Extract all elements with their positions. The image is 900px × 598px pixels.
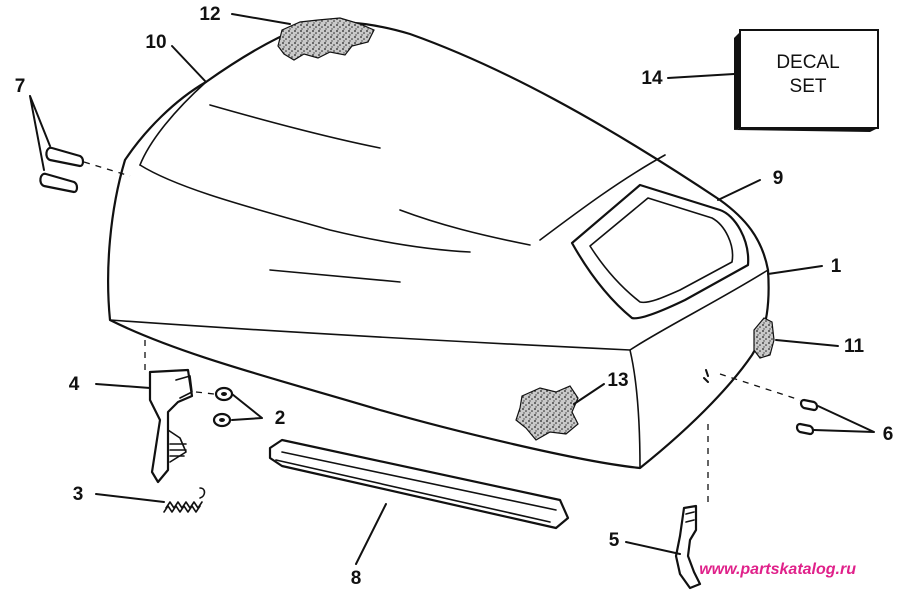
decal-13-patch <box>515 385 579 441</box>
callout-14: 14 <box>641 68 663 89</box>
callout-5: 5 <box>609 530 620 551</box>
callout-10: 10 <box>145 32 166 53</box>
washer-lower-hole <box>219 418 225 422</box>
callout-labels: 12 10 14 7 9 1 11 13 4 2 3 6 5 8 <box>15 4 894 589</box>
watermark-link[interactable]: www.partskatalog.ru <box>699 561 856 578</box>
latch-bracket <box>144 340 194 484</box>
callout-12: 12 <box>199 4 220 25</box>
decal-set-line2: SET <box>790 76 827 97</box>
callout-3: 3 <box>73 484 84 505</box>
decal-set-line1: DECAL <box>776 52 839 73</box>
callout-9: 9 <box>773 168 784 189</box>
seal-strip <box>268 438 570 530</box>
callout-7: 7 <box>15 76 26 97</box>
decal-set-box: DECAL SET <box>734 29 879 132</box>
screw-pair <box>719 373 819 436</box>
callout-1: 1 <box>831 256 842 277</box>
motor-cover <box>107 21 770 470</box>
decal-11-patch <box>753 317 775 359</box>
pin-pair <box>39 146 131 194</box>
spring <box>163 487 206 513</box>
callout-4: 4 <box>69 374 80 395</box>
washer-upper-hole <box>221 392 227 396</box>
callout-11: 11 <box>844 336 865 357</box>
decal-12-patch <box>277 17 375 61</box>
leader-lines <box>29 13 875 565</box>
callout-6: 6 <box>883 424 894 445</box>
callout-13: 13 <box>607 370 628 391</box>
callout-2: 2 <box>275 408 286 429</box>
callout-8: 8 <box>351 568 362 589</box>
